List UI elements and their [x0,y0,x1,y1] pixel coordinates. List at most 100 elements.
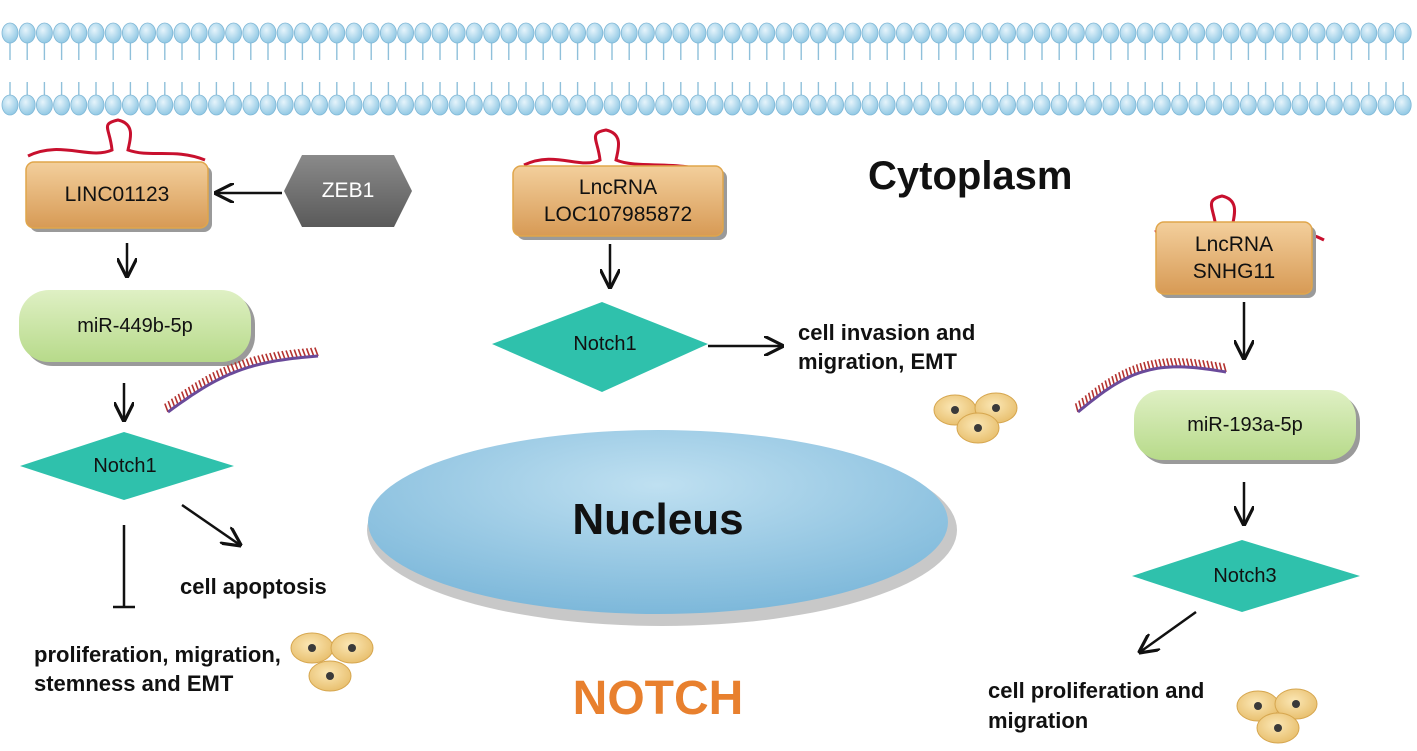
lipid-head [242,94,260,116]
lipid-head [500,22,518,44]
lipid-head [465,94,483,116]
lipid-head [569,94,586,116]
lipid-head [1240,94,1257,116]
lipid-head [792,94,810,116]
lipid-head [500,94,518,116]
lipid-head [534,94,552,116]
lipid-head [655,22,672,44]
lipid-head [483,94,501,116]
lipid-head [741,94,758,116]
nucleus-label: Nucleus [572,495,744,544]
lipid-head [1050,94,1068,116]
lipid-head [448,94,466,116]
lipid-head [775,22,793,44]
lipid-head [913,22,930,44]
lipid-head [1154,94,1171,116]
lipid-head [36,94,53,116]
lipid-head [1171,22,1188,44]
lipid-head [1222,94,1240,116]
lipid-head [139,94,157,116]
cell-nucleus [1292,700,1300,708]
lipid-head [1102,94,1120,116]
lipid-head [724,22,741,44]
rna-base [1143,361,1148,371]
lipid-head [947,22,965,44]
lipid-head [620,94,638,116]
lipid-head [517,22,535,44]
lipid-head [465,22,483,44]
lipid-head [689,22,707,44]
lipid-head [1016,22,1034,44]
lipid-head [1308,94,1326,116]
lipid-head [844,22,862,44]
lipid-head [1,94,19,116]
lipid-head [328,22,346,44]
lipid-head [896,94,913,116]
notch1-left-text: Notch1 [93,454,157,477]
lipid-head [1171,94,1188,116]
lipid-head [276,22,294,44]
lipid-head [878,94,896,116]
lipid-head [156,22,174,44]
cell-cluster-right [1236,688,1318,744]
lipid-head [724,94,741,116]
lipid-head [70,94,88,116]
lipid-head [1308,22,1326,44]
zeb1-hexagon [284,155,412,227]
lipid-head [792,22,810,44]
lipid-head [810,94,827,116]
lipid-head [379,22,397,44]
lipid-head [758,22,776,44]
lipid-head [121,22,139,44]
lipid-head [173,22,191,44]
lipid-head [1291,94,1309,116]
lipid-head [827,94,844,116]
lipid-head [483,22,501,44]
lncrna-right-box [1155,221,1313,295]
lipid-head [448,22,466,44]
lipid-head [414,94,432,116]
lipid-head [1188,22,1206,44]
center-outcome-text: cell invasion and migration, EMT [798,320,976,374]
lncrna-center-line2: LOC107985872 [543,203,693,226]
lipid-head [53,94,70,116]
inhibited-outcomes-text: proliferation, migration, stemness and E… [34,642,281,696]
lipid-head [930,22,948,44]
lipid-head [552,94,569,116]
lipid-head [982,94,999,116]
lipid-head [1360,22,1378,44]
lipid-head [1205,94,1223,116]
mir449-text: miR-449b-5p [77,314,193,337]
lncrna-right-line1: LncRNA [1194,233,1274,256]
lipid-head [276,94,294,116]
lipid-head [1119,22,1137,44]
lipid-head [1343,94,1360,116]
lipid-head [242,22,260,44]
lipid-head [18,22,36,44]
lincrna-left-text: LINC01123 [64,183,170,206]
notch3-to-outcome-arrow [1140,610,1197,652]
lipid-head [87,94,105,116]
lipid-head [293,94,311,116]
lipid-head [913,94,930,116]
mirna-strand-left [164,347,319,414]
lipid-head [1274,94,1292,116]
lipid-head [638,22,655,44]
zeb1-text: ZEB1 [321,179,375,202]
lipid-head [1068,22,1085,44]
rna-base [253,356,258,366]
lipid-head [259,22,277,44]
cell-membrane [1,22,1412,116]
lipid-head [1033,94,1051,116]
lipid-head [293,22,311,44]
lipid-head [896,22,913,44]
lipid-head [741,22,758,44]
mirna-strand-right [1074,357,1227,414]
lipid-head [139,22,157,44]
lipid-head [1394,94,1412,116]
lipid-head [362,94,380,116]
lncrna-right-line2: SNHG11 [1192,260,1276,283]
cell-cluster-left [290,632,374,692]
lipid-head [207,22,225,44]
